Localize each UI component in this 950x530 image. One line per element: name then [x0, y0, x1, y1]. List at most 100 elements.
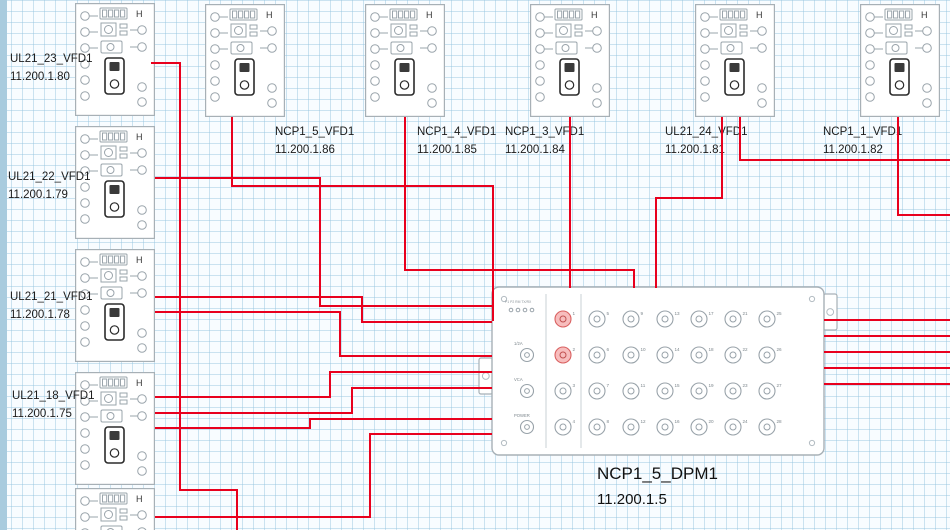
svg-text:19: 19 — [709, 383, 715, 388]
device-name-text: NCP1_1_VFD1 — [823, 126, 903, 138]
dpm-port-23[interactable]: 23 — [724, 382, 749, 400]
vfd-device-NCP1_1_VFD1[interactable]: H — [860, 4, 941, 118]
dpm-port-10[interactable]: 10 — [622, 346, 647, 364]
dpm-panel-connector — [519, 419, 535, 435]
svg-text:14: 14 — [675, 347, 681, 352]
dpm-label: NCP1_5_DPM1 11.200.1.5 — [597, 464, 718, 508]
wire-ul21-18-vfd-to-dpm-a[interactable] — [155, 371, 492, 398]
svg-text:10: 10 — [641, 347, 647, 352]
vfd-symbol: H — [695, 4, 776, 118]
dpm-port-16[interactable]: 16 — [656, 418, 681, 436]
svg-text:16: 16 — [675, 419, 681, 424]
dpm-port-5[interactable]: 5 — [588, 310, 610, 328]
dpm-port-12[interactable]: 12 — [622, 418, 647, 436]
dpm-port-22[interactable]: 22 — [724, 346, 748, 364]
vfd-device-UL21_24_VFD1[interactable]: H — [695, 4, 776, 118]
dpm-port-13[interactable]: 13 — [656, 310, 680, 328]
dpm-ip-text[interactable]: 11.200.1.5 — [597, 491, 667, 508]
dpm-port-1[interactable]: 1 — [554, 310, 576, 328]
wire-bottom-vfd-to-dpm[interactable] — [155, 433, 492, 518]
vfd-h-badge: H — [756, 10, 763, 20]
vfd-device-UL21_23_VFD1[interactable]: H — [75, 3, 156, 117]
dpm-port-19[interactable]: 19 — [690, 382, 715, 400]
vfd-symbol: H — [75, 3, 156, 117]
svg-text:20: 20 — [709, 419, 715, 424]
dpm-port-8[interactable]: 8 — [588, 418, 610, 436]
dpm-port-26[interactable]: 26 — [758, 346, 782, 364]
wire-ul21-18-vfd-to-dpm-b[interactable] — [155, 387, 492, 414]
vfd-device-NCP1_3_VFD1[interactable]: H — [530, 4, 611, 118]
wire-ul21-22-vfd-to-dpm[interactable] — [155, 177, 492, 307]
wire-ncp1-1-vfd-east[interactable] — [897, 117, 950, 216]
dpm-port-11[interactable]: 11 — [622, 382, 646, 400]
dpm-port-4[interactable]: 4 — [554, 418, 576, 436]
vfd-h-badge: H — [136, 378, 143, 388]
dpm-port-7[interactable]: 7 — [588, 382, 610, 400]
vfd-h-badge: H — [426, 10, 433, 20]
wire-ncp1-4-vfd-to-dpm[interactable] — [404, 117, 635, 288]
svg-text:2: 2 — [573, 347, 576, 352]
dpm-name-text[interactable]: NCP1_5_DPM1 — [597, 464, 718, 483]
vfd-device-UL21_22_VFD1[interactable]: H — [75, 126, 156, 240]
dpm-led — [529, 307, 535, 313]
wire-ul21-23-riser[interactable] — [151, 62, 238, 530]
svg-text:1: 1 — [573, 311, 576, 316]
vfd-symbol: H — [530, 4, 611, 118]
dpm-port-27[interactable]: 27 — [758, 382, 782, 400]
device-ip-text: 11.200.1.78 — [10, 309, 70, 321]
wire-ul21-21-vfd-to-dpm-b[interactable] — [155, 311, 492, 357]
svg-text:9: 9 — [641, 311, 644, 316]
dpm-port-2[interactable]: 2 — [554, 346, 576, 364]
svg-text:15: 15 — [675, 383, 681, 388]
svg-text:4: 4 — [573, 419, 576, 424]
dpm-port-9[interactable]: 9 — [622, 310, 644, 328]
svg-text:12: 12 — [641, 419, 647, 424]
dpm-port-18[interactable]: 18 — [690, 346, 714, 364]
wire-ul21-21-vfd-to-dpm-a[interactable] — [155, 296, 492, 323]
dpm-port-28[interactable]: 28 — [758, 418, 782, 436]
vfd-device-partial[interactable]: H — [75, 488, 156, 530]
svg-text:24: 24 — [743, 419, 749, 424]
wire-ncp1-5-vfd-to-dpm[interactable] — [231, 117, 494, 321]
dpm-port-6[interactable]: 6 — [588, 346, 610, 364]
vfd-device-NCP1_5_VFD1[interactable]: H — [205, 4, 286, 118]
dpm-panel-connector-label: 1/2A — [514, 341, 523, 346]
vfd-h-badge: H — [136, 132, 143, 142]
wire-ul21-24-vfd-east[interactable] — [739, 117, 950, 161]
dpm-port-24[interactable]: 24 — [724, 418, 749, 436]
dpm-port-25[interactable]: 25 — [758, 310, 782, 328]
svg-text:23: 23 — [743, 383, 749, 388]
vfd-device-UL21_18_VFD1[interactable]: H — [75, 372, 156, 486]
vfd-h-badge: H — [136, 9, 143, 19]
dpm-port-3[interactable]: 3 — [554, 382, 576, 400]
dpm-port-21[interactable]: 21 — [724, 310, 748, 328]
dpm-port-15[interactable]: 15 — [656, 382, 681, 400]
dpm-port-20[interactable]: 20 — [690, 418, 715, 436]
vfd-symbol: H — [75, 249, 156, 363]
vfd-h-badge: H — [136, 494, 143, 504]
device-name-text: UL21_22_VFD1 — [8, 171, 91, 183]
dpm-port-17[interactable]: 17 — [690, 310, 715, 328]
vfd-h-badge: H — [591, 10, 598, 20]
svg-text:17: 17 — [709, 311, 715, 316]
vfd-h-badge: H — [136, 255, 143, 265]
vfd-device-UL21_21_VFD1[interactable]: H — [75, 249, 156, 363]
vfd-symbol: H — [75, 488, 156, 530]
wire-ul21-18-vfd-to-dpm-c[interactable] — [155, 418, 492, 429]
dpm-port-14[interactable]: 14 — [656, 346, 681, 364]
vfd-symbol: H — [75, 126, 156, 240]
wire-ul21-24-vfd-to-dpm[interactable] — [655, 117, 723, 288]
vfd-device-NCP1_4_VFD1[interactable]: H — [365, 4, 446, 118]
svg-text:7: 7 — [607, 383, 610, 388]
